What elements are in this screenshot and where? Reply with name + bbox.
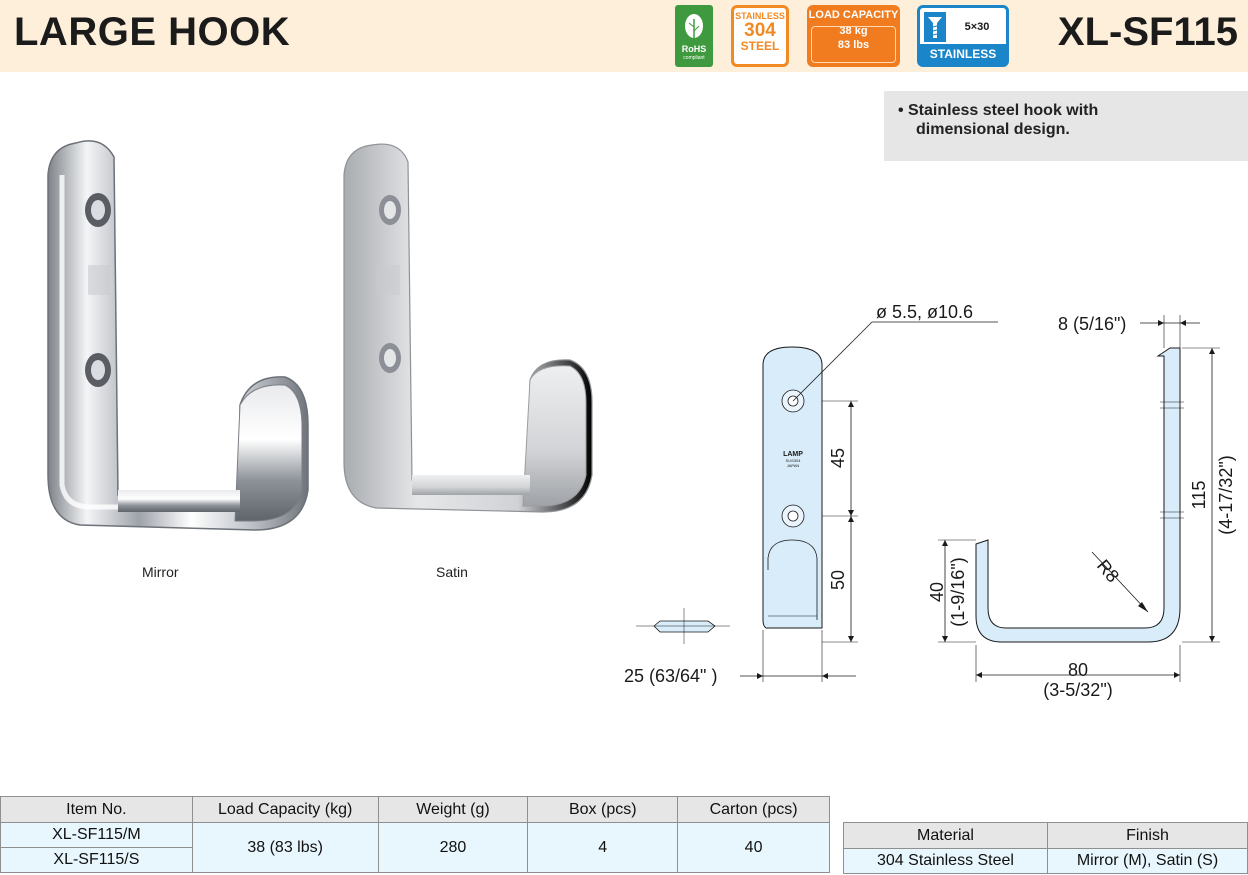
radius-label: R8: [1093, 556, 1123, 586]
spec-table: Item No. Load Capacity (kg) Weight (g) B…: [0, 796, 830, 873]
material-cell: 304 Stainless Steel: [843, 848, 1048, 874]
satin-caption: Satin: [436, 564, 468, 580]
width-label: 25 (63/64" ): [624, 666, 717, 686]
col-item-no: Item No.: [0, 796, 193, 823]
rohs-badge: RoHS compliant: [675, 5, 713, 67]
screw-size: 5×30: [964, 21, 990, 33]
feature-line-1: Stainless steel hook with: [908, 102, 1099, 119]
load-badge-kg: 38 kg: [839, 25, 868, 37]
height-inch-label: (4-17/32"): [1216, 455, 1236, 534]
feature-line-2: dimensional design.: [916, 121, 1070, 138]
model-number: XL-SF115: [1057, 10, 1238, 54]
side-view: 8 (5/16") 115 (4-17/32") R8 40 (1-9/16")…: [927, 314, 1236, 700]
screw-badge: 5×30 STAINLESS: [917, 5, 1009, 67]
hole-diameter-label: ø 5.5, ø10.6: [876, 302, 973, 322]
load-badge-frame: [811, 26, 896, 63]
depth-label: 40: [927, 582, 947, 602]
spec-header-row: Item No. Load Capacity (kg) Weight (g) B…: [0, 796, 830, 823]
col-load-capacity: Load Capacity (kg): [191, 796, 379, 823]
mirror-hook-photo: [47, 140, 309, 531]
col-finish: Finish: [1047, 822, 1248, 849]
load-badge-title: LOAD CAPACITY: [808, 9, 899, 21]
table-row: 304 Stainless Steel Mirror (M), Satin (S…: [843, 848, 1248, 874]
table-row: XL-SF115/M 38 (83 lbs) 280 4 40: [0, 822, 830, 873]
rohs-label: RoHS: [681, 44, 707, 54]
material-table: Material Finish 304 Stainless Steel Mirr…: [843, 822, 1248, 874]
finish-cell: Mirror (M), Satin (S): [1047, 848, 1248, 874]
dimension-drawing: LAMP SUS304 JAPAN ø 5.5, ø10.6 45 50 25 …: [624, 302, 1236, 700]
load-badge-lbs: 83 lbs: [837, 39, 870, 51]
carton-cell: 40: [677, 822, 830, 873]
steel-badge-line3: STEEL: [740, 39, 780, 53]
satin-hook-photo: [343, 143, 593, 513]
section-view: [636, 608, 730, 644]
depth-inch-label: (1-9/16"): [948, 557, 968, 626]
screw-material: STAINLESS: [920, 44, 1006, 64]
col-carton: Carton (pcs): [677, 796, 830, 823]
engraving-line-3: JAPAN: [787, 463, 800, 468]
feature-bullet: •: [898, 102, 904, 119]
header-bar: LARGE HOOK RoHS compliant STAINLESS 304 …: [0, 0, 1248, 72]
col-weight: Weight (g): [377, 796, 529, 823]
item-no-cell: XL-SF115/S: [0, 847, 193, 873]
engraving-line-2: SUS304: [786, 458, 802, 463]
col-material: Material: [843, 822, 1048, 849]
box-cell: 4: [527, 822, 679, 873]
page-title: LARGE HOOK: [14, 10, 291, 54]
thickness-label: 8 (5/16"): [1058, 314, 1126, 334]
screw-icon: [924, 12, 946, 42]
length-inch-label: (3-5/32"): [1043, 680, 1112, 700]
stainless-304-badge: STAINLESS 304 STEEL: [731, 5, 789, 67]
feature-box: •Stainless steel hook with dimensional d…: [884, 91, 1248, 161]
rohs-sub-label: compliant: [683, 55, 705, 61]
load-capacity-badge: LOAD CAPACITY 38 kg 83 lbs: [807, 5, 900, 67]
item-no-cell: XL-SF115/M: [0, 822, 193, 848]
material-header-row: Material Finish: [843, 822, 1248, 849]
front-view: LAMP SUS304 JAPAN ø 5.5, ø10.6 45 50 25 …: [624, 302, 998, 686]
table-row: XL-SF115/S: [0, 847, 830, 873]
engraving-line-1: LAMP: [783, 451, 803, 458]
hole-spacing-label: 45: [828, 448, 848, 468]
height-label: 115: [1189, 481, 1209, 510]
weight-cell: 280: [377, 822, 529, 873]
length-label: 80: [1068, 660, 1088, 680]
steel-badge-line2: 304: [744, 20, 776, 41]
mirror-caption: Mirror: [142, 564, 179, 580]
load-capacity-cell: 38 (83 lbs): [191, 822, 379, 873]
lower-spacing-label: 50: [828, 570, 848, 590]
steel-badge-line1: STAINLESS: [735, 11, 785, 21]
leaf-icon: [685, 14, 703, 38]
col-box: Box (pcs): [527, 796, 679, 823]
